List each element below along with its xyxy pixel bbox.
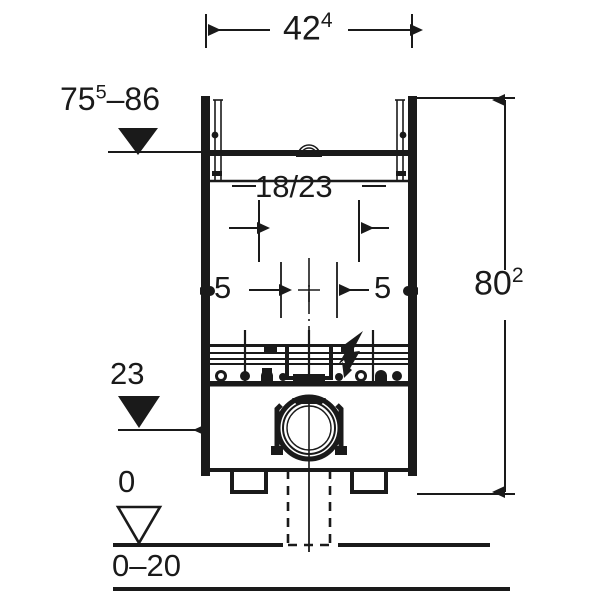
dim-overall-height (417, 94, 515, 498)
dim-label-mounting-height-range: 755–86 (60, 81, 161, 117)
left-vertical-post (200, 96, 215, 476)
dim-label-floor-buildup-range: 0–20 (112, 548, 181, 583)
dim-label-connector-spacing: 18/23 (255, 169, 333, 204)
filled-triangle-icon (118, 128, 158, 155)
dim-connector-spacing (229, 185, 389, 262)
centerline-marker (298, 258, 320, 330)
right-adjustable-foot (350, 472, 388, 494)
left-adjustable-foot (230, 472, 268, 494)
cistern-service-band (210, 330, 408, 385)
post-rail-clips (211, 131, 407, 176)
dim-outlet-height (118, 396, 203, 435)
dim-mounting-height-range (108, 128, 296, 155)
post-inner-rails (213, 99, 405, 180)
flush-pipe-collar (271, 394, 347, 468)
right-vertical-post (403, 96, 418, 476)
dim-overall-width (205, 14, 423, 48)
dim-label-overall-width: 424 (283, 9, 333, 48)
dim-label-floor-datum: 0 (118, 464, 136, 499)
dim-label-left-offset: 5 (214, 270, 232, 305)
dim-label-right-offset: 5 (374, 270, 392, 305)
dim-label-outlet-height: 23 (110, 356, 145, 391)
top-center-fitting (296, 144, 322, 157)
dim-label-overall-height: 802 (474, 264, 524, 303)
floor-datum-group (113, 505, 490, 547)
lightning-bolt-icon (338, 331, 363, 378)
filled-triangle-icon (118, 396, 160, 428)
adjustable-feet (230, 472, 388, 494)
dim-side-offsets (249, 262, 369, 318)
datum-triangle-icon (115, 505, 163, 546)
